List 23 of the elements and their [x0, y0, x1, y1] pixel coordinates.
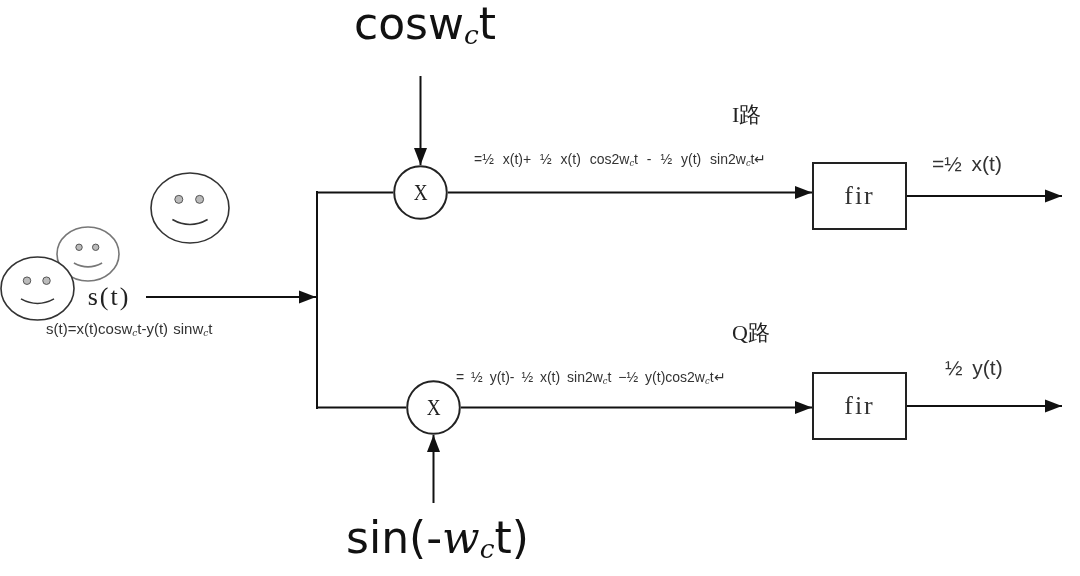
arrow [906, 189, 1063, 203]
multiplier-circle: X [393, 165, 448, 220]
carrier-label: sin(-w$_{c}$t) [330, 506, 545, 570]
arrow [414, 75, 427, 166]
arrow [427, 434, 440, 504]
arrow [906, 399, 1063, 413]
edge-label: =½ x(t)+ ½ x(t) cos2w$_{c}$t - ½ y(t) sin2w$_{c}$t↵ [474, 150, 767, 169]
signal-label: s(t) [75, 281, 143, 313]
filter-block: fir [812, 162, 907, 230]
connector-line [317, 191, 394, 194]
bus-line [316, 191, 318, 409]
arrow [460, 401, 813, 414]
formula-text: s(t)=x(t)cosw$_{c}$t-y(t) sinw$_{c}$t [46, 319, 213, 339]
connector-line [317, 406, 407, 409]
carrier-label: cosw$_{c}$t [335, 0, 515, 48]
edge-label: =½ x(t) [932, 151, 1002, 177]
branch-label: I路 [732, 101, 762, 129]
arrow [447, 186, 813, 199]
branch-label: Q路 [732, 319, 770, 347]
edge-label: ½ y(t) [945, 355, 1003, 381]
arrow [145, 290, 317, 304]
filter-block: fir [812, 372, 907, 440]
multiplier-circle: X [406, 380, 461, 435]
